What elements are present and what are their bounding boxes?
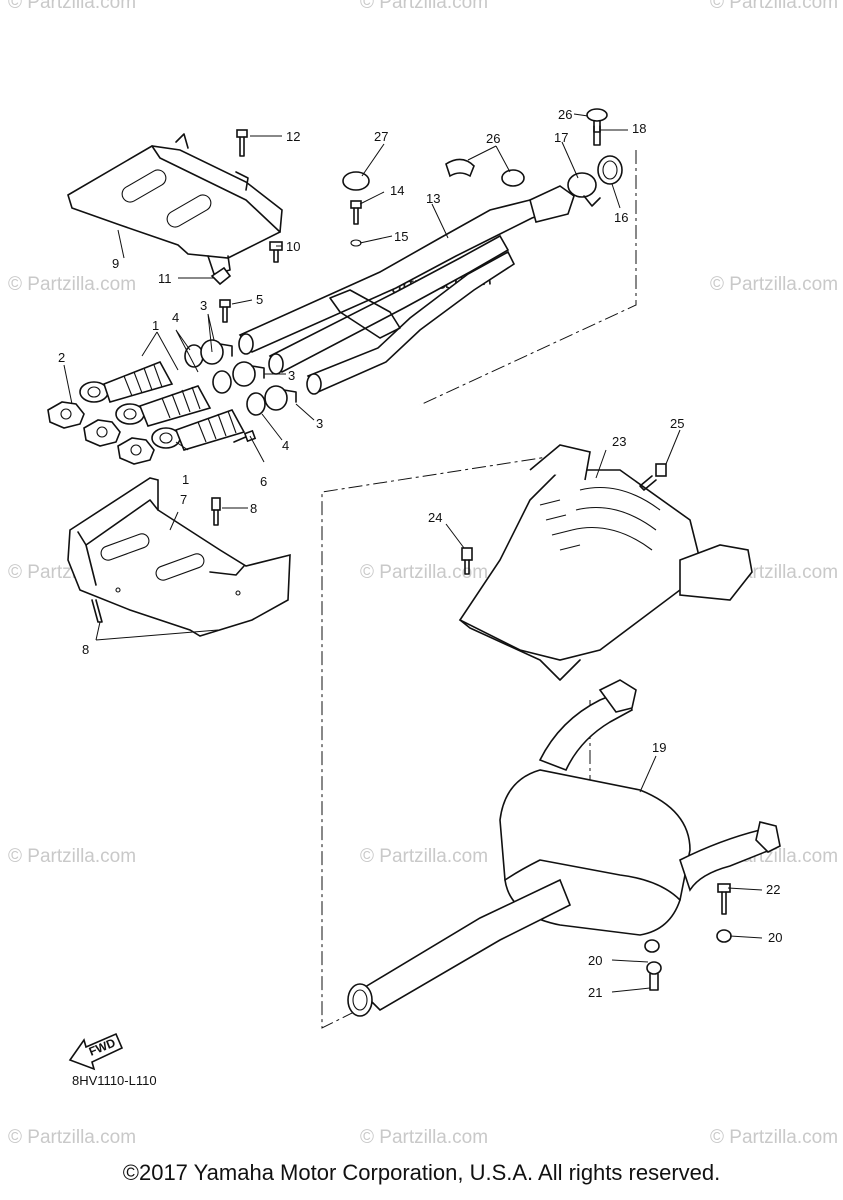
watermark: © Partzilla.com xyxy=(8,1127,136,1148)
callout-labels: 1 1 2 3 3 3 4 4 5 6 7 8 8 9 10 11 12 13 … xyxy=(58,107,782,1000)
callout-15: 15 xyxy=(394,229,408,244)
callout-8: 8 xyxy=(250,501,257,516)
watermark: © Partzilla.com xyxy=(360,846,488,867)
watermark: © Partzilla.com xyxy=(710,274,838,295)
lower-heat-protector xyxy=(67,477,291,637)
callout-21: 21 xyxy=(588,985,602,1000)
callout-19: 19 xyxy=(652,740,666,755)
callout-7: 7 xyxy=(180,492,187,507)
small-hardware xyxy=(91,108,623,623)
watermark: © Partzilla.com xyxy=(360,1127,488,1148)
callout-22: 22 xyxy=(766,882,780,897)
leader-lines xyxy=(63,113,763,993)
callout-13: 13 xyxy=(426,191,440,206)
callout-26: 26 xyxy=(558,107,572,122)
callout-3: 3 xyxy=(316,416,323,431)
callout-8: 8 xyxy=(82,642,89,657)
callout-20: 20 xyxy=(768,930,782,945)
callout-10: 10 xyxy=(286,239,300,254)
callout-26: 26 xyxy=(486,131,500,146)
callout-5: 5 xyxy=(256,292,263,307)
upper-heat-protector xyxy=(67,133,283,275)
callout-2: 2 xyxy=(58,350,65,365)
muffler xyxy=(347,679,781,1017)
copyright-notice: ©2017 Yamaha Motor Corporation, U.S.A. A… xyxy=(122,1160,721,1185)
callout-23: 23 xyxy=(612,434,626,449)
callout-3: 3 xyxy=(200,298,207,313)
callout-4: 4 xyxy=(282,438,289,453)
fwd-arrow-icon: FWD xyxy=(68,1032,124,1071)
callout-4: 4 xyxy=(172,310,179,325)
callout-27: 27 xyxy=(374,129,388,144)
diagram-code: 8HV1110-L110 xyxy=(72,1073,157,1088)
callout-17: 17 xyxy=(554,130,568,145)
callout-9: 9 xyxy=(112,256,119,271)
callout-3: 3 xyxy=(288,368,295,383)
watermark: © Partzilla.com xyxy=(8,0,136,13)
callout-14: 14 xyxy=(390,183,404,198)
muffler-heat-protector xyxy=(458,444,753,681)
watermark: © Partzilla.com xyxy=(360,0,488,13)
callout-12: 12 xyxy=(286,129,300,144)
watermark: © Partzilla.com xyxy=(360,562,488,583)
watermark: © Partzilla.com xyxy=(710,1127,838,1148)
watermark: © Partzilla.com xyxy=(710,0,838,13)
callout-6: 6 xyxy=(260,474,267,489)
watermark: © Partzilla.com xyxy=(8,846,136,867)
callout-18: 18 xyxy=(632,121,646,136)
exhaust-flex-joints xyxy=(47,339,297,465)
watermark: © Partzilla.com xyxy=(8,274,136,295)
exhaust-pipe-assembly xyxy=(238,185,575,395)
callout-11: 11 xyxy=(158,271,172,286)
callout-25: 25 xyxy=(670,416,684,431)
callout-16: 16 xyxy=(614,210,628,225)
callout-20: 20 xyxy=(588,953,602,968)
callout-1: 1 xyxy=(182,472,189,487)
callout-1: 1 xyxy=(152,318,159,333)
callout-24: 24 xyxy=(428,510,442,525)
